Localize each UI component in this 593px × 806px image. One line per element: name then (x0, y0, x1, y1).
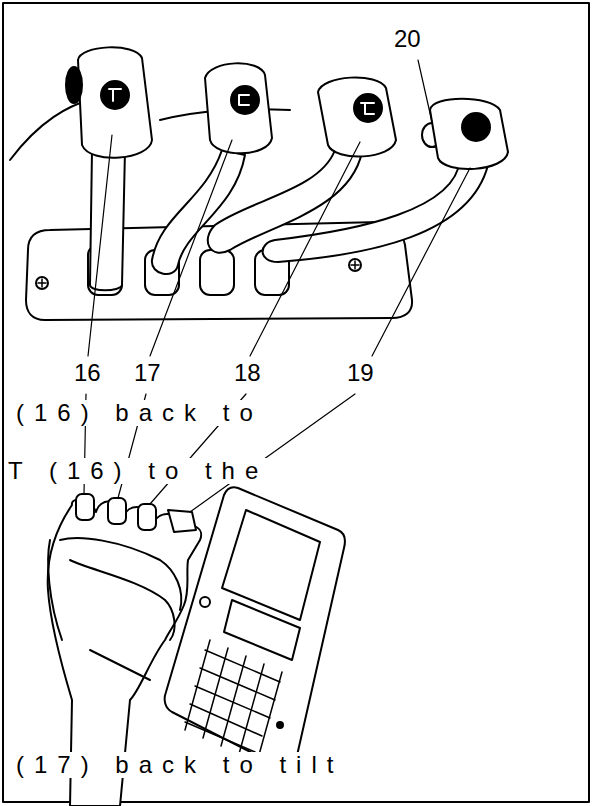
control-unit (165, 487, 345, 768)
callout-number: 18 (232, 360, 263, 386)
callout-number: 16 (72, 360, 103, 386)
display (222, 510, 320, 620)
instruction-text: T (16) to the (6, 458, 270, 484)
callout-number: 19 (345, 360, 376, 386)
lever-slot (200, 250, 234, 295)
instruction-text: (17) back to tilt (14, 752, 345, 778)
instruction-text: (16) back to (14, 400, 265, 426)
lever-stem (263, 160, 488, 262)
keypad (185, 640, 282, 762)
lever-stem (152, 150, 245, 274)
lever-knob (78, 47, 152, 157)
callout-number: 20 (392, 26, 423, 52)
lever-knob (430, 99, 508, 169)
lever-knob (318, 77, 396, 156)
leader-lines (84, 60, 470, 512)
lever-knob (205, 63, 272, 153)
callout-number: 17 (132, 360, 163, 386)
console-edge (10, 100, 90, 160)
